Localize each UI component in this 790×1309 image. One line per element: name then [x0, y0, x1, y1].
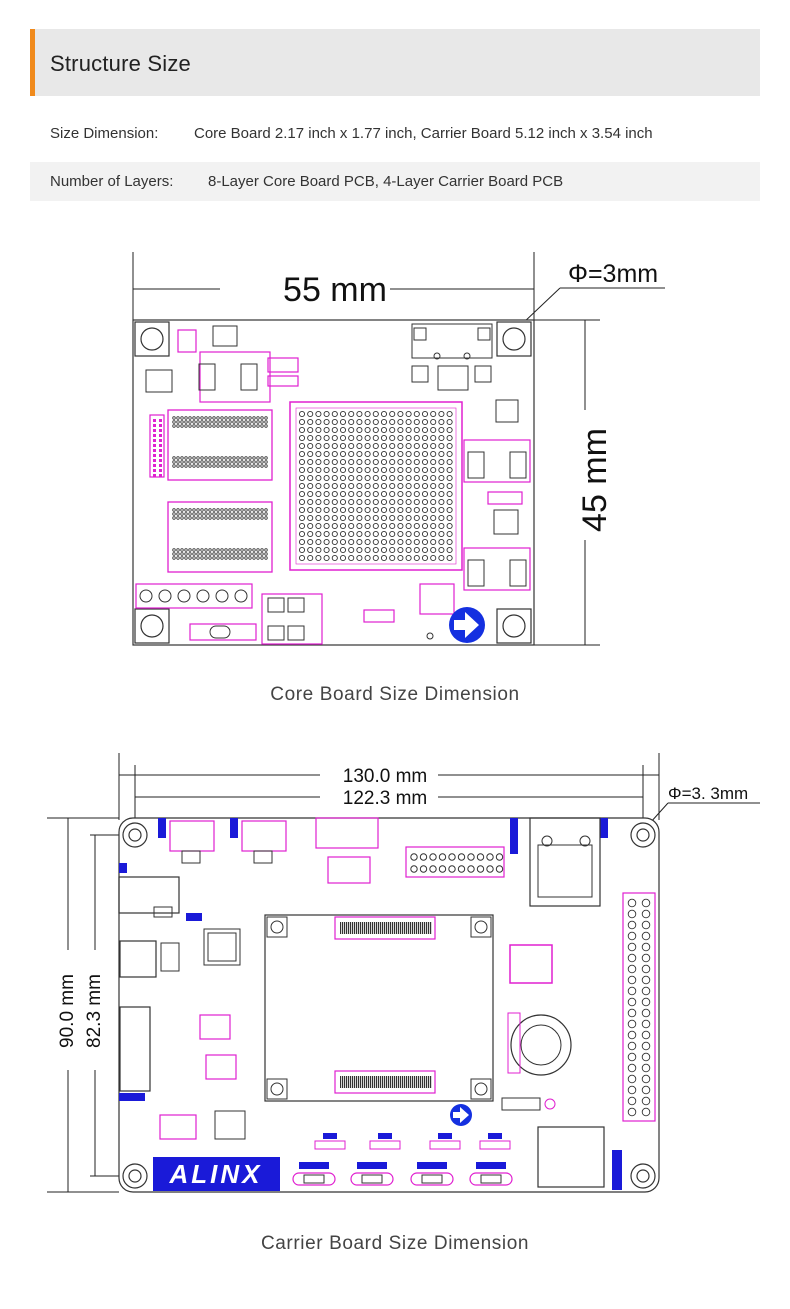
core-width-label: 55 mm — [283, 271, 387, 309]
spec-row-layers: Number of Layers: 8-Layer Core Board PCB… — [30, 162, 760, 201]
spec-label: Number of Layers: — [50, 173, 174, 190]
spec-value: 8-Layer Core Board PCB, 4-Layer Carrier … — [208, 173, 564, 190]
carrier-outer-width-label: 130.0 mm — [343, 766, 427, 787]
spec-value: Core Board 2.17 inch x 1.77 inch, Carrie… — [194, 125, 653, 142]
core-hole-label: Φ=3mm — [568, 260, 658, 288]
alinx-logo-text: ALINX — [169, 1159, 263, 1189]
carrier-outer-height-label: 90.0 mm — [57, 974, 78, 1048]
carrier-inner-height-label: 82.3 mm — [84, 974, 105, 1048]
spec-label: Size Dimension: — [50, 125, 159, 142]
carrier-hole-label: Φ=3. 3mm — [668, 784, 748, 803]
carrier-inner-width-label: 122.3 mm — [343, 788, 427, 809]
core-board-caption: Core Board Size Dimension — [270, 684, 520, 705]
carrier-board-caption: Carrier Board Size Dimension — [260, 1233, 530, 1254]
spec-row-size: Size Dimension: Core Board 2.17 inch x 1… — [30, 114, 760, 153]
carrier-board-drawing: 130.0 mm 122.3 mm 90.0 mm 82.3 mm Φ=3. 3… — [47, 753, 760, 1193]
core-height-label: 45 mm — [576, 428, 614, 532]
alinx-logo — [153, 1157, 280, 1191]
core-board-drawing: 55 mm Φ=3mm 45 mm — [132, 252, 665, 646]
section-header: Structure Size — [30, 29, 760, 96]
section-title: Structure Size — [50, 51, 191, 76]
